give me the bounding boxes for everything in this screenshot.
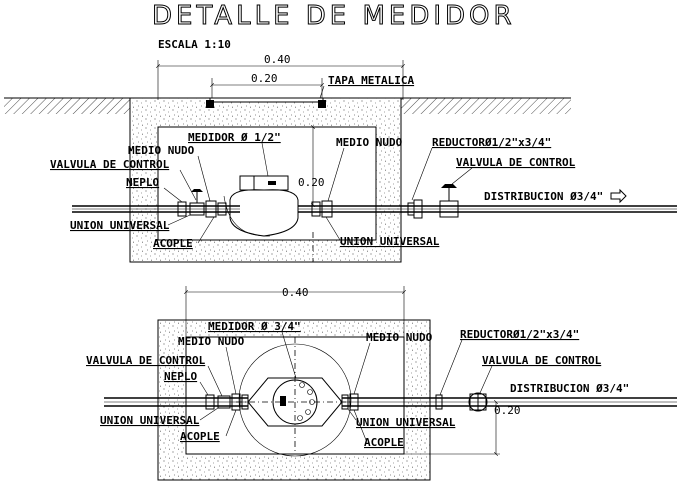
elev-label-union-right: UNION UNIVERSAL	[340, 235, 440, 248]
valve-handle-right	[441, 184, 457, 201]
elev-label-valvula-left: VALVULA DE CONTROL	[50, 158, 170, 171]
elev-label-valvula-right: VALVULA DE CONTROL	[456, 156, 576, 169]
plan-label-acople-right: ACOPLE	[364, 436, 404, 449]
elev-label-acople: ACOPLE	[153, 237, 193, 250]
drawing-title: DETALLE DE MEDIDOR	[152, 1, 516, 31]
plan-label-acople-left: ACOPLE	[180, 430, 220, 443]
plan-dim-040: 0.40	[282, 286, 309, 299]
elev-label-union-left: UNION UNIVERSAL	[70, 219, 170, 232]
ground-right	[401, 98, 571, 114]
elev-dim-040: 0.40	[264, 53, 291, 66]
plan-label-medidor: MEDIDOR Ø 3/4"	[208, 320, 301, 333]
metal-lid	[209, 97, 324, 103]
plan-label-medio-nudo-right: MEDIO NUDO	[366, 331, 433, 344]
plan-dim-height: 0.20	[494, 404, 521, 417]
elev-label-medio-nudo-right: MEDIO NUDO	[336, 136, 403, 149]
plan-label-neplo: NEPLO	[164, 370, 197, 383]
plan-label-union-left: UNION UNIVERSAL	[100, 414, 200, 427]
scale-label: ESCALA 1:10	[158, 38, 231, 51]
ground-left	[4, 98, 130, 114]
plan-label-medio-nudo-left: MEDIO NUDO	[178, 335, 245, 348]
plan-label-reductor: REDUCTORØ1/2"x3/4"	[460, 328, 579, 341]
plan-label-union-right: UNION UNIVERSAL	[356, 416, 456, 429]
elev-label-neplo: NEPLO	[126, 176, 159, 189]
elevation-view: 0.40 0.20 0.20	[4, 53, 677, 263]
elev-dim-height: 0.20	[298, 176, 325, 189]
plan-view: 0.40 0.20	[86, 286, 677, 481]
flow-arrow-icon	[610, 188, 627, 204]
elev-label-distribucion: DISTRIBUCION Ø3/4"	[484, 190, 603, 203]
elev-label-reductor: REDUCTORØ1/2"x3/4"	[432, 136, 551, 149]
plan-label-valvula-right: VALVULA DE CONTROL	[482, 354, 602, 367]
plan-label-valvula-left: VALVULA DE CONTROL	[86, 354, 206, 367]
plan-water-meter	[238, 343, 352, 457]
elev-label-tapa: TAPA METALICA	[328, 74, 414, 87]
elev-label-medidor: MEDIDOR Ø 1/2"	[188, 131, 281, 144]
valve-handle-left	[191, 189, 203, 203]
elev-label-medio-nudo-left: MEDIO NUDO	[128, 144, 195, 157]
plan-label-distribucion: DISTRIBUCION Ø3/4"	[510, 382, 629, 395]
elev-dim-020: 0.20	[251, 72, 278, 85]
